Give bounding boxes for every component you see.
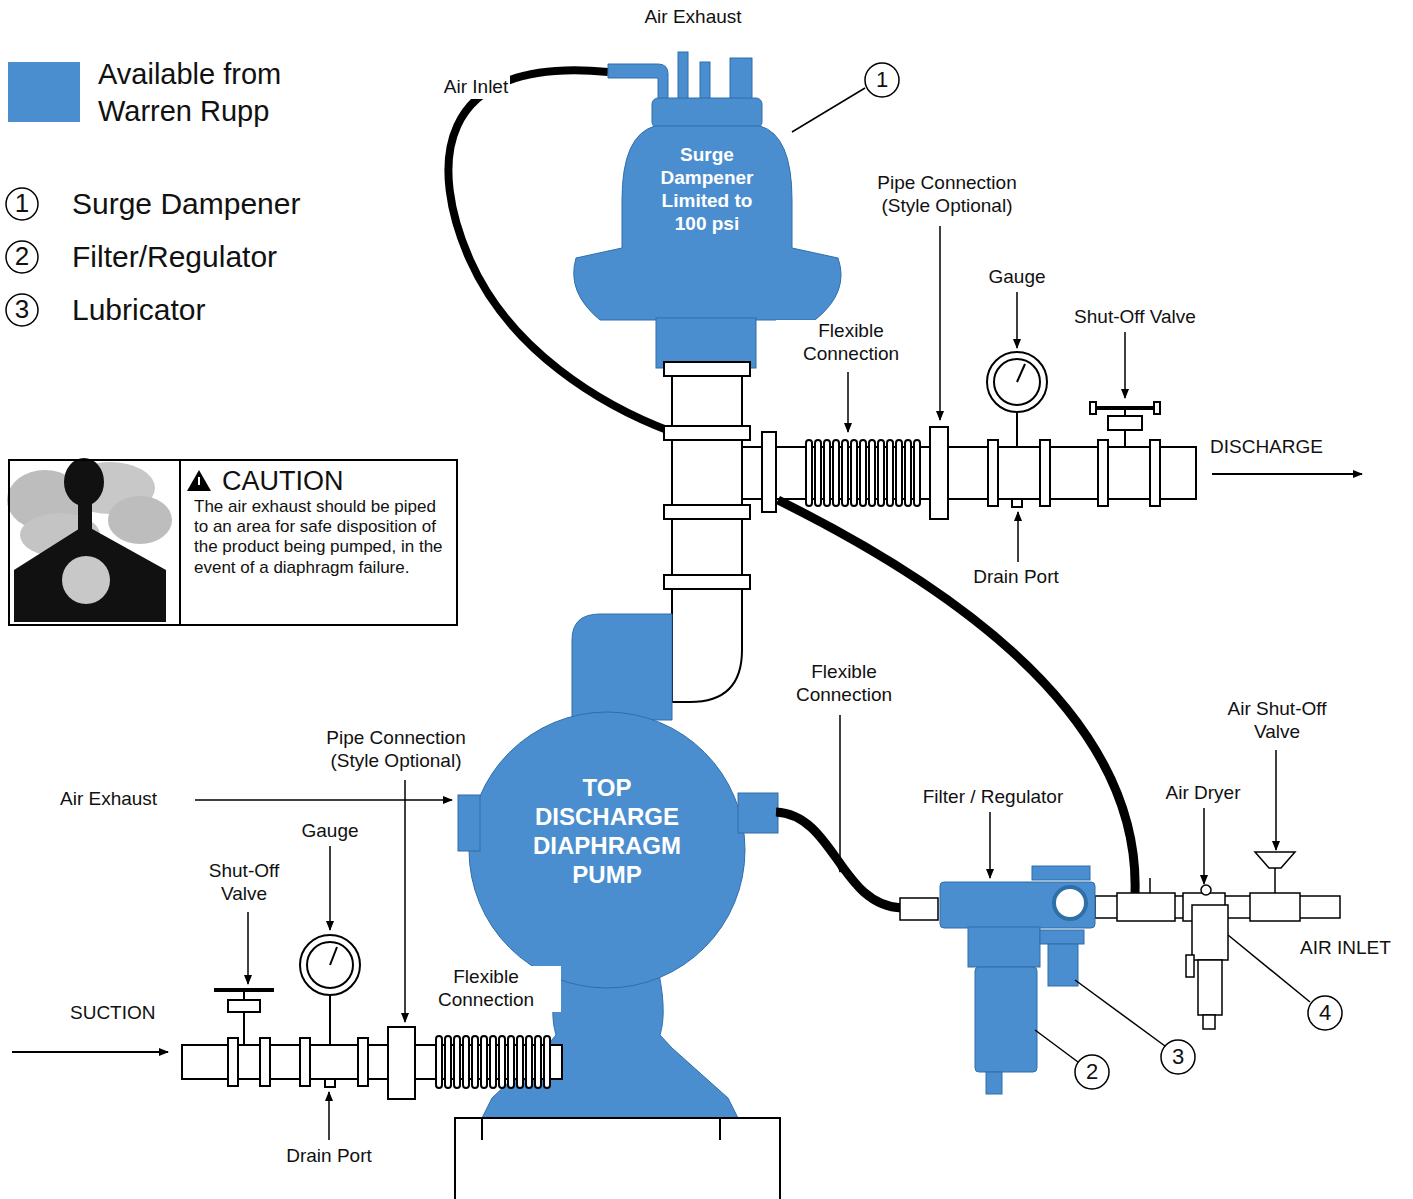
bellows-rib (806, 440, 812, 506)
air-supply-line (900, 852, 1340, 1029)
bellows-rib (833, 440, 839, 506)
caution-box: CAUTIONThe air exhaust should be piped t… (8, 459, 458, 626)
bellows-rib (815, 440, 821, 506)
discharge-piping (664, 352, 1196, 702)
callout-number: 1 (15, 188, 29, 219)
part-label: Pipe Connection (Style Optional) (857, 172, 1037, 218)
part-label: Drain Port (971, 566, 1061, 589)
part-label: Shut-Off Valve (1072, 306, 1198, 329)
part-label: Surge Dampener (70, 186, 302, 222)
pump-label-box: TOP DISCHARGE DIAPHRAGM PUMP (518, 772, 696, 891)
part-label: DISCHARGE (1208, 436, 1325, 459)
part-label: Air Exhaust (642, 6, 743, 29)
bellows-rib (463, 1036, 469, 1088)
part-label: Air Shut-Off Valve (1207, 698, 1347, 744)
bellows-rib (887, 440, 893, 506)
bellows-rib (472, 1036, 478, 1088)
shape-text: Surge Dampener Limited to 100 psi (647, 144, 767, 235)
part-label: SUCTION (68, 1002, 158, 1025)
bellows-rib (517, 1036, 523, 1088)
part-label: Air Exhaust (58, 788, 159, 811)
callout-number: 4 (1319, 1000, 1331, 1026)
bellows-rib (481, 1036, 487, 1088)
surge-dampener-label-box: Surge Dampener Limited to 100 psi (645, 142, 769, 237)
bellows-rib (544, 1036, 550, 1088)
bellows-rib (499, 1036, 505, 1088)
part-label: Gauge (299, 820, 360, 843)
part-label: Shut-Off Valve (189, 860, 299, 906)
bellows-rib (824, 440, 830, 506)
leader-lines (195, 88, 1310, 1140)
bellows-rib (508, 1036, 514, 1088)
part-label: Flexible Connection (769, 661, 919, 707)
diaphragm-pump (458, 614, 778, 1118)
part-label: Air Dryer (1164, 782, 1243, 805)
shape-text: TOP DISCHARGE DIAPHRAGM PUMP (520, 774, 694, 889)
legend-text: Available from Warren Rupp (96, 56, 328, 130)
part-label: Gauge (986, 266, 1047, 289)
suction-piping (182, 935, 562, 1099)
caution-heading: CAUTION (194, 467, 448, 497)
bellows-rib (851, 440, 857, 506)
filter-regulator-lubricator (940, 866, 1095, 1094)
part-label: Flexible Connection (776, 320, 926, 366)
callout-circles (6, 63, 1342, 1089)
part-label: Pipe Connection (Style Optional) (306, 727, 486, 773)
bellows-rib (490, 1036, 496, 1088)
callout-number: 1 (876, 67, 888, 93)
bellows-rib (436, 1036, 442, 1088)
bellows-rib (445, 1036, 451, 1088)
callout-number: 2 (15, 241, 29, 272)
callout-number: 3 (15, 294, 29, 325)
part-label: Drain Port (284, 1145, 374, 1168)
part-label: Filter/Regulator (70, 239, 279, 275)
part-label: AIR INLET (1298, 937, 1393, 960)
caution-icon (7, 458, 211, 624)
legend-swatch (8, 62, 80, 122)
bellows-rib (842, 440, 848, 506)
part-label: Filter / Regulator (921, 786, 1065, 809)
part-label: Flexible Connection (411, 966, 561, 1012)
bellows-rib (860, 440, 866, 506)
bellows-rib (535, 1036, 541, 1088)
bellows-rib (869, 440, 875, 506)
bellows-rib (914, 440, 920, 506)
bellows-rib (905, 440, 911, 506)
part-label: Air Inlet (442, 76, 510, 99)
callout-number: 3 (1172, 1044, 1184, 1070)
bellows-rib (526, 1036, 532, 1088)
bellows-rib (878, 440, 884, 506)
bellows-rib (454, 1036, 460, 1088)
bellows-rib (896, 440, 902, 506)
caution-text: The air exhaust should be piped to an ar… (194, 497, 448, 579)
part-label: Lubricator (70, 292, 207, 328)
callout-number: 2 (1086, 1059, 1098, 1085)
